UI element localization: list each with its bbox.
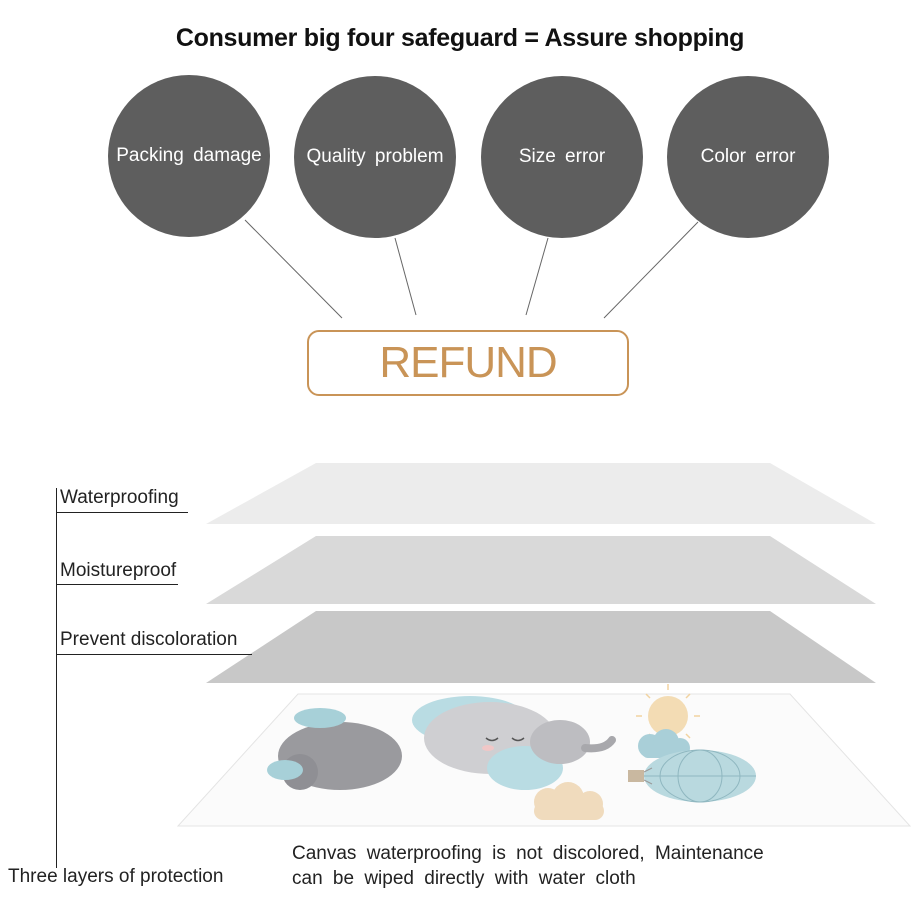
beige-cloud-icon [534, 782, 604, 820]
safeguard-label: Size error [518, 146, 606, 167]
hot-air-balloon-icon [628, 749, 756, 803]
connector-lines [244, 219, 699, 319]
safeguard-quality-problem: Quality problem [294, 76, 456, 238]
description-line: can be wiped directly with water cloth [292, 868, 636, 889]
connector-line [525, 237, 549, 316]
connector-line [394, 237, 417, 316]
description-line: Canvas waterproofing is not discolored, … [292, 843, 764, 864]
page-title: Consumer big four safeguard = Assure sho… [175, 24, 745, 52]
label-underline [56, 654, 252, 655]
safeguard-size-error: Size error [481, 76, 643, 238]
refund-label: REFUND [379, 338, 557, 387]
three-layers-label: Three layers of protection [8, 866, 224, 887]
connector-line [244, 219, 343, 319]
connector-line [603, 221, 699, 319]
description: Canvas waterproofing is not discolored, … [292, 841, 764, 891]
layer-moistureproof [206, 536, 876, 604]
elephant-illustration [267, 696, 616, 790]
bracket-line [56, 488, 57, 868]
label-underline [56, 512, 188, 513]
layer-waterproofing [206, 463, 876, 524]
safeguard-label: Quality problem [306, 146, 444, 167]
safeguard-label: Packing damage [116, 145, 262, 166]
label-underline [56, 584, 178, 585]
canvas-print [176, 684, 912, 827]
layer-label-prevent-discoloration: Prevent discoloration [60, 629, 238, 650]
safeguard-color-error: Color error [667, 76, 829, 238]
safeguard-label: Color error [700, 146, 796, 167]
layer-label-moistureproof: Moistureproof [60, 560, 177, 581]
layer-label-waterproofing: Waterproofing [60, 487, 179, 508]
layer-prevent-discoloration [206, 611, 876, 683]
safeguard-packing-damage: Packing damage [108, 75, 270, 237]
refund-box: REFUND [307, 330, 629, 396]
